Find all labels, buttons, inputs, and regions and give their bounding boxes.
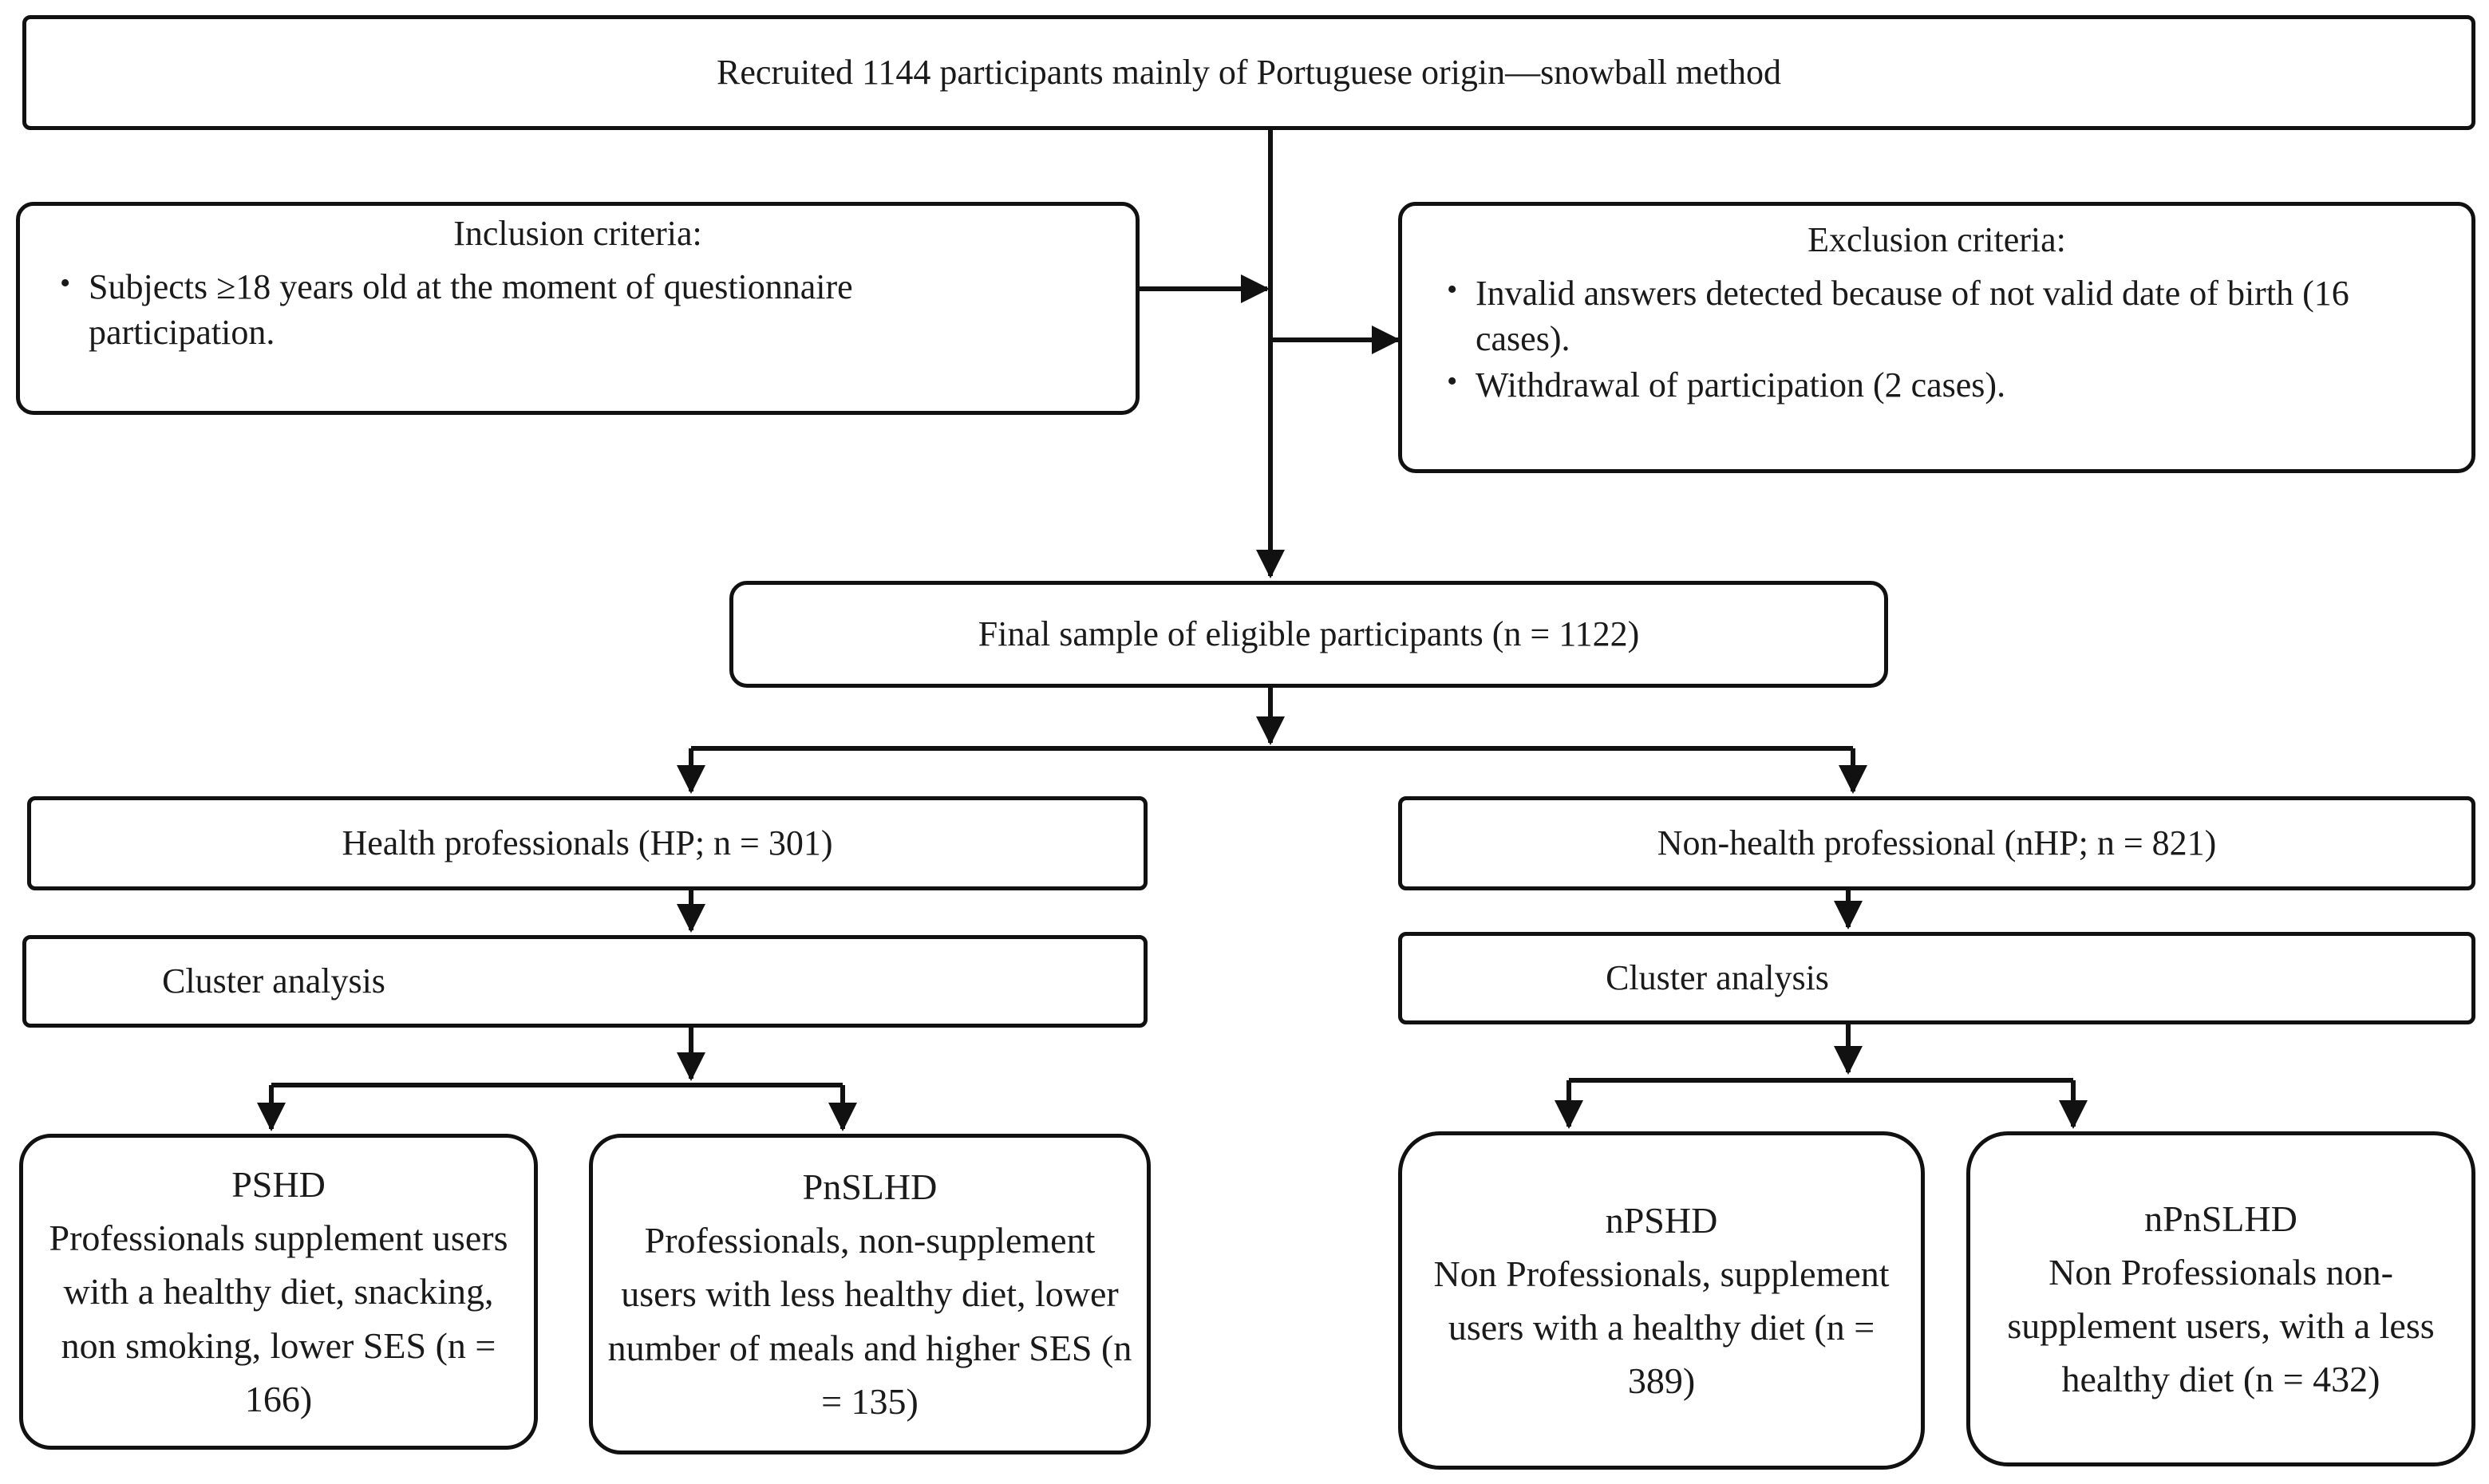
exclusion-criteria-item: Withdrawal of participation (2 cases). [1447,362,2440,408]
pshd-description: Professionals supplement users with a he… [49,1218,508,1419]
inclusion-criteria-list: Subjects ≥18 years old at the moment of … [20,264,1136,355]
pshd-code: PSHD [231,1164,326,1206]
inclusion-criteria-item: Subjects ≥18 years old at the moment of … [60,264,1016,355]
exclusion-criteria-title: Exclusion criteria: [1807,220,2066,259]
recruitment-box: Recruited 1144 participants mainly of Po… [22,15,2475,130]
pnslhd-code: PnSLHD [802,1166,938,1208]
npnslhd-group-box: nPnSLHD Non Professionals non-supplement… [1966,1131,2475,1466]
npshd-code: nPSHD [1605,1199,1718,1241]
exclusion-criteria-box: Exclusion criteria: Invalid answers dete… [1398,202,2475,473]
hp-cluster-analysis-box: Cluster analysis [22,935,1148,1028]
inclusion-criteria-title: Inclusion criteria: [453,214,702,253]
pnslhd-description: Professionals, non-supplement users with… [607,1220,1132,1422]
npshd-group-box: nPSHD Non Professionals, supplement user… [1398,1131,1925,1470]
exclusion-criteria-list: Invalid answers detected because of not … [1402,270,2471,408]
npshd-description: Non Professionals, supplement users with… [1433,1253,1890,1402]
final-sample-box: Final sample of eligible participants (n… [729,581,1888,688]
exclusion-criteria-item: Invalid answers detected because of not … [1447,270,2440,361]
non-health-professionals-box: Non-health professional (nHP; n = 821) [1398,796,2475,890]
npnslhd-description: Non Professionals non-supplement users, … [2007,1251,2435,1400]
final-sample-text: Final sample of eligible participants (n… [978,614,1640,654]
hp-cluster-analysis-text: Cluster analysis [162,961,385,1001]
pshd-group-box: PSHD Professionals supplement users with… [19,1134,538,1450]
recruitment-text: Recruited 1144 participants mainly of Po… [716,53,1781,93]
nhp-cluster-analysis-box: Cluster analysis [1398,932,2475,1024]
inclusion-criteria-box: Inclusion criteria: Subjects ≥18 years o… [16,202,1140,415]
health-professionals-text: Health professionals (HP; n = 301) [342,823,833,863]
health-professionals-box: Health professionals (HP; n = 301) [27,796,1148,890]
nhp-cluster-analysis-text: Cluster analysis [1606,958,1829,998]
non-health-professionals-text: Non-health professional (nHP; n = 821) [1657,823,2217,863]
pnslhd-group-box: PnSLHD Professionals, non-supplement use… [589,1134,1151,1454]
npnslhd-code: nPnSLHD [2144,1198,2297,1239]
